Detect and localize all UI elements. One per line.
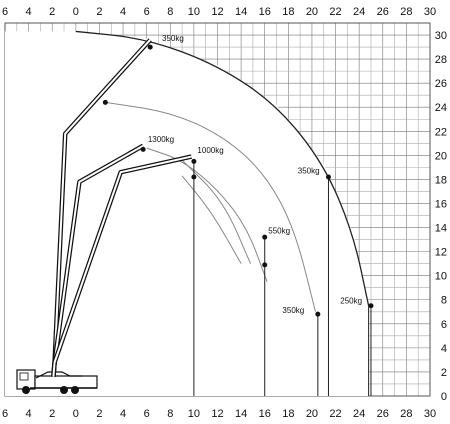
x-tick-bottom: 16: [259, 408, 271, 420]
y-tick: 20: [435, 150, 447, 162]
working-envelopes: [5, 30, 370, 397]
x-tick-bottom: 8: [167, 408, 173, 420]
y-tick: 10: [435, 271, 447, 283]
boom-marker: [102, 99, 108, 105]
x-tick-top: 24: [353, 6, 365, 18]
x-tick-bottom: 6: [144, 408, 150, 420]
boom-positions: [51, 38, 193, 377]
truck-wheel-rear-2: [71, 386, 79, 394]
load-point: [262, 234, 268, 240]
truck-cab-window: [19, 372, 29, 381]
truck-body: [34, 375, 98, 389]
x-tick-top: 2: [49, 6, 55, 18]
x-tick-top: 12: [211, 6, 223, 18]
y-tick: 14: [435, 223, 447, 235]
x-tick-bottom: 4: [120, 408, 126, 420]
x-tick-top: 18: [282, 6, 294, 18]
truck-wheel-front: [22, 386, 30, 394]
x-tick-bottom: 22: [329, 408, 341, 420]
x-tick-top: 28: [400, 6, 412, 18]
x-tick-top: 4: [120, 6, 126, 18]
x-tick-bottom: 6: [2, 408, 8, 420]
x-tick-bottom: 20: [306, 408, 318, 420]
load-label: 550kg: [268, 227, 290, 236]
x-tick-bottom: 26: [377, 408, 389, 420]
y-tick: 4: [441, 343, 447, 355]
envelope-curve: [75, 30, 370, 306]
envelope-curve: [181, 175, 242, 264]
x-tick-top: 2: [96, 6, 102, 18]
x-tick-bottom: 10: [188, 408, 200, 420]
y-tick: 16: [435, 198, 447, 210]
x-tick-top: 4: [26, 6, 32, 18]
y-tick: 6: [441, 319, 447, 331]
x-tick-top: 22: [329, 6, 341, 18]
load-label: 350kg: [282, 306, 304, 315]
load-label: 350kg: [162, 34, 184, 43]
x-tick-bottom: 30: [424, 408, 436, 420]
y-tick: 22: [435, 126, 447, 138]
y-tick: 26: [435, 78, 447, 90]
load-label: 350kg: [298, 166, 320, 175]
boom-marker: [191, 174, 197, 180]
x-tick-bottom: 2: [96, 408, 102, 420]
boom-marker: [262, 262, 268, 268]
x-tick-top: 20: [306, 6, 318, 18]
x-tick-bottom: 14: [235, 408, 247, 420]
truck-illustration: [16, 369, 98, 394]
x-tick-top: 0: [73, 6, 79, 18]
x-tick-bottom: 0: [73, 408, 79, 420]
load-markers: [102, 44, 374, 317]
y-tick: 12: [435, 247, 447, 259]
load-point: [315, 311, 321, 317]
x-tick-top: 6: [2, 6, 8, 18]
boom-inner: [52, 155, 192, 377]
x-tick-bottom: 18: [282, 408, 294, 420]
x-tick-top: 14: [235, 6, 247, 18]
load-point: [140, 146, 146, 152]
x-tick-top: 6: [144, 6, 150, 18]
y-tick: 28: [435, 54, 447, 66]
load-labels: 350kg 1300kg 1000kg 550kg 350kg 350kg 250kg: [148, 34, 362, 315]
x-tick-top: 10: [188, 6, 200, 18]
envelope-curve: [181, 159, 252, 264]
x-tick-top: 8: [167, 6, 173, 18]
load-label: 250kg: [340, 296, 362, 305]
y-tick: 0: [441, 391, 447, 403]
load-point: [368, 303, 374, 309]
y-tick: 24: [435, 102, 447, 114]
load-point: [191, 158, 197, 164]
y-tick: 18: [435, 174, 447, 186]
x-tick-top: 26: [377, 6, 389, 18]
load-point: [147, 44, 153, 50]
x-tick-bottom: 28: [400, 408, 412, 420]
x-tick-top: 30: [424, 6, 436, 18]
envelope-curve: [105, 101, 316, 312]
x-tick-bottom: 4: [26, 408, 32, 420]
truck-wheel-rear: [60, 386, 68, 394]
working-area-fill: [5, 31, 369, 397]
x-tick-bottom: 2: [49, 408, 55, 420]
x-tick-bottom: 24: [353, 408, 365, 420]
load-label: 1300kg: [148, 135, 174, 144]
y-tick: 30: [435, 30, 447, 42]
load-label: 1000kg: [197, 146, 223, 155]
y-tick: 2: [441, 367, 447, 379]
truck-chassis: [35, 371, 82, 379]
x-tick-top: 16: [259, 6, 271, 18]
envelope-curve: [146, 147, 268, 282]
x-tick-bottom: 12: [211, 408, 223, 420]
load-point: [325, 174, 331, 180]
y-tick: 8: [441, 295, 447, 307]
